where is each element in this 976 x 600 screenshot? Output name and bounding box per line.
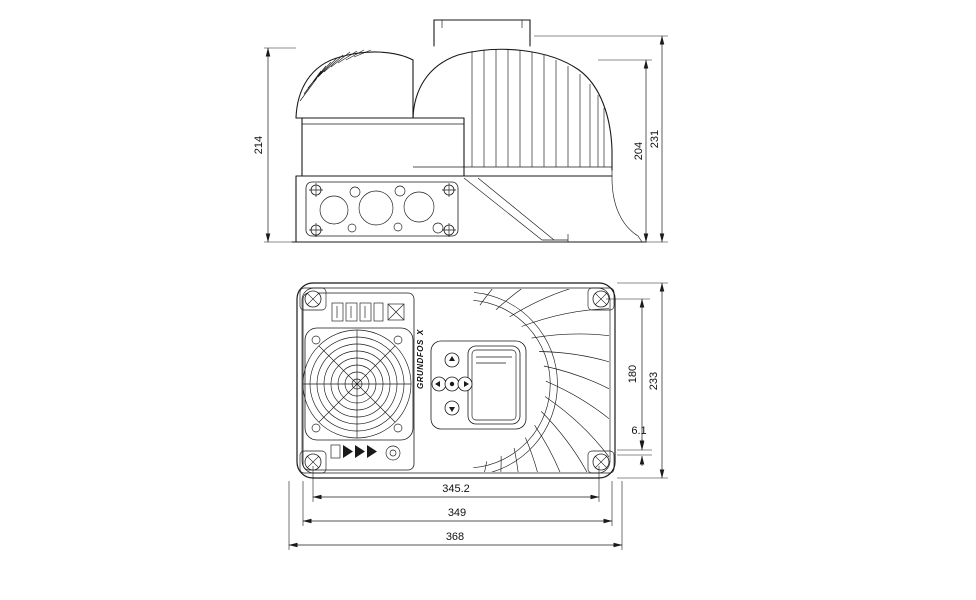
dim-label-214: 214	[253, 136, 265, 154]
dim-length-349: 349	[302, 481, 613, 526]
terminal-block	[359, 302, 372, 322]
support-bracket	[463, 170, 643, 243]
dim-label-231: 231	[649, 130, 661, 148]
gland-hole-small	[347, 223, 357, 233]
fan-grille	[302, 329, 412, 439]
fin-boundary-arcs	[473, 292, 558, 472]
extension-lines	[302, 481, 613, 526]
gland-hole-small	[349, 186, 361, 198]
dim-offset-6-1: 6.1	[617, 425, 652, 466]
arrow-down-icon	[449, 407, 455, 412]
side-view: 214 204 231	[253, 19, 668, 243]
mounting-ear	[299, 287, 327, 311]
base-outline	[291, 175, 647, 243]
grille-spokes	[303, 330, 411, 438]
display-frame	[467, 345, 521, 425]
cooling-fins	[450, 289, 609, 472]
display-text-lines	[476, 356, 512, 364]
arrow-left-icon	[435, 381, 440, 387]
gland-hole-small	[394, 185, 406, 197]
cable-gland-hole	[403, 191, 435, 223]
cable-gland-hole	[358, 190, 394, 226]
gland-hole-small	[393, 222, 403, 232]
terminal-block	[331, 302, 344, 322]
dim-length-368: 368	[288, 481, 623, 550]
dim-label-233: 233	[648, 372, 660, 390]
terminal-block	[345, 302, 358, 322]
top-flange	[433, 19, 531, 47]
arrow-right-icon	[343, 445, 353, 458]
connector-port	[387, 303, 405, 321]
extension-lines	[617, 282, 668, 479]
heatsink-dome	[412, 48, 613, 171]
plug-port-center	[389, 449, 397, 457]
ok-dot-icon	[449, 381, 455, 387]
screw-cross-marks	[309, 183, 456, 237]
terminal-pins	[336, 306, 366, 318]
brand-logo-mark: X	[416, 329, 425, 336]
dim-height-204: 204	[598, 59, 668, 243]
extension-lines	[264, 47, 296, 243]
fin-blades	[450, 289, 609, 472]
arrow-right-icon	[355, 445, 365, 458]
cover-screw	[311, 335, 321, 345]
cover-screw	[393, 423, 403, 433]
dim-height-214: 214	[253, 47, 296, 243]
arrow-right-icon	[367, 445, 377, 458]
dim-label-180: 180	[627, 365, 639, 383]
terminal-strip	[331, 302, 405, 322]
marker-block	[330, 444, 341, 459]
cover-screw	[393, 335, 403, 345]
terminal-box	[295, 117, 465, 177]
front-cover	[295, 49, 414, 119]
brand-logo-text: GRUNDFOS	[416, 339, 425, 389]
arrow-up-icon	[449, 356, 455, 361]
terminal-box-outline	[295, 117, 465, 177]
cover-texture-lines	[299, 49, 372, 102]
control-panel	[430, 340, 527, 430]
dim-label-349: 349	[448, 507, 466, 519]
dome-outline	[412, 48, 613, 171]
dim-label-204: 204	[633, 142, 645, 160]
base-assembly	[291, 170, 647, 243]
dim-width-233: 233	[617, 282, 668, 479]
fan-module	[302, 292, 415, 471]
cover-outline	[295, 51, 414, 119]
flange-ribs	[441, 20, 523, 28]
airflow-markers	[330, 444, 401, 461]
mounting-ear	[587, 450, 615, 474]
extension-lines	[288, 481, 623, 550]
dim-label-368: 368	[446, 531, 464, 543]
dim-label-345-2: 345.2	[442, 483, 470, 495]
gland-plate	[305, 181, 459, 237]
terminal-block	[373, 302, 384, 322]
plan-view: GRUNDFOS X 180 6.1 233	[288, 282, 668, 550]
gland-hole-small	[432, 222, 444, 234]
cable-gland-hole	[319, 195, 349, 225]
arrow-right-icon	[464, 381, 469, 387]
screw-cross-marks	[307, 293, 607, 468]
housing-inner-edge	[301, 287, 611, 474]
plug-port	[385, 445, 401, 461]
connector-cross	[387, 303, 405, 321]
extension-lines	[617, 449, 652, 456]
dim-label-6-1: 6.1	[631, 425, 646, 437]
extension-lines	[598, 59, 668, 243]
dim-width-180: 180	[606, 298, 650, 451]
dim-height-231: 231	[534, 35, 668, 243]
dim-length-345-2: 345.2	[312, 466, 600, 502]
heatsink-fin-lines	[471, 49, 605, 167]
cover-screw	[311, 423, 321, 433]
flange-outline	[433, 19, 531, 47]
